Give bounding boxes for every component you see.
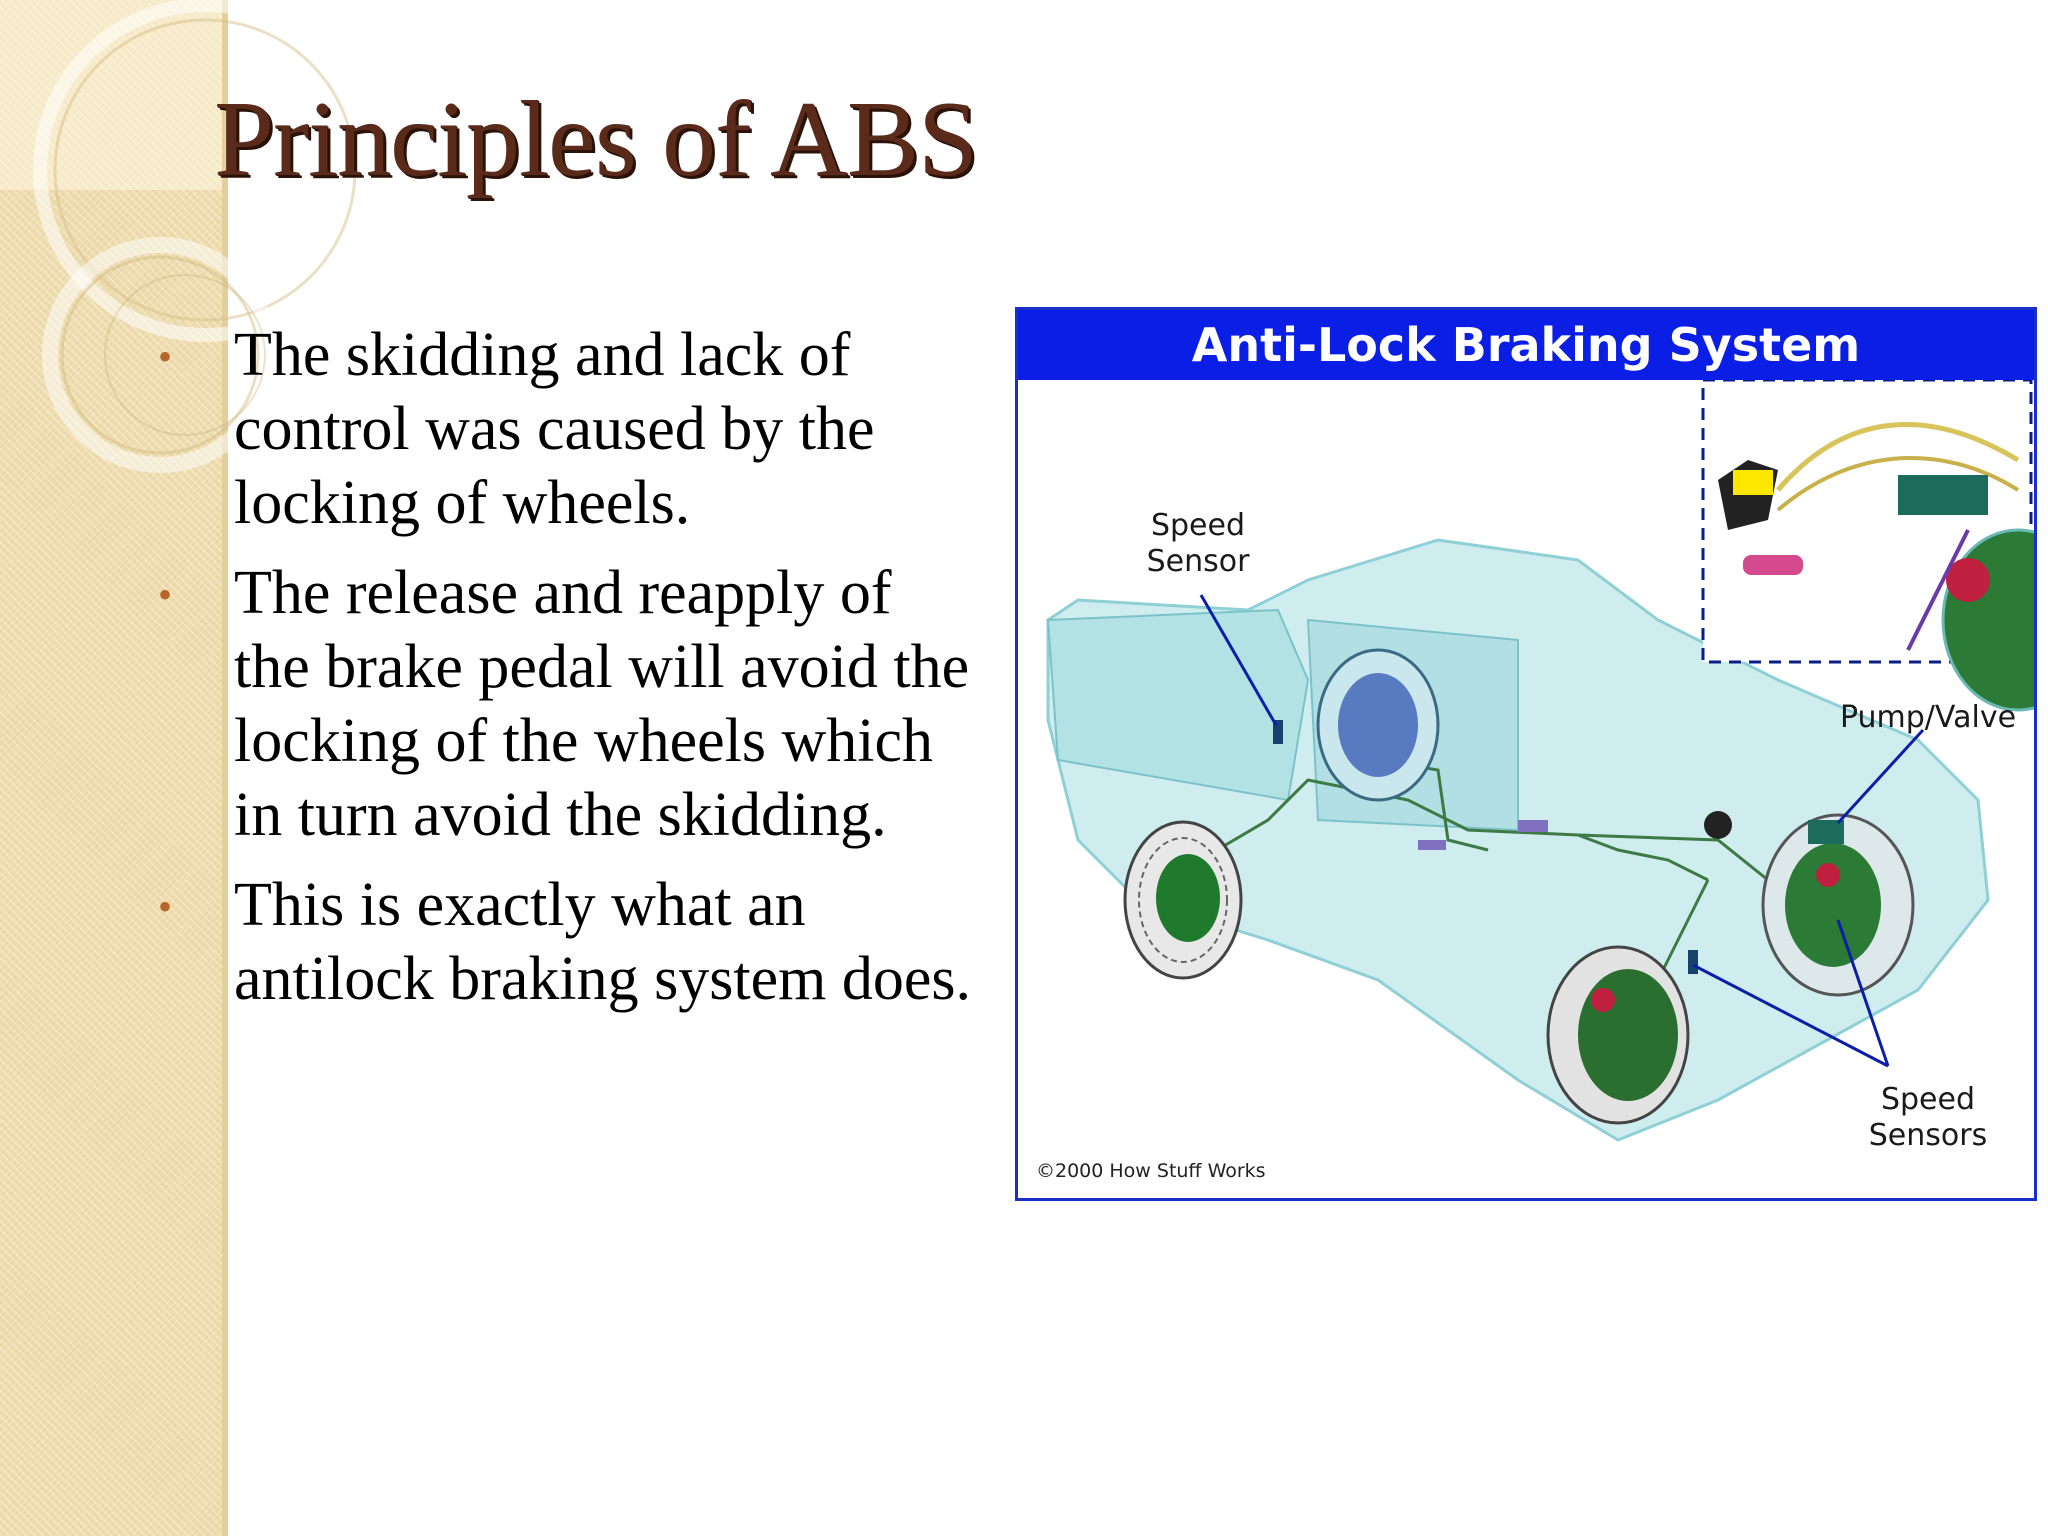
callout-line bbox=[1836, 728, 1925, 825]
label-line: Sensors bbox=[1868, 1118, 1988, 1153]
label-line: Speed bbox=[1880, 1082, 1976, 1117]
bullet-item: • The skidding and lack of control was c… bbox=[150, 318, 980, 540]
brake-component bbox=[1418, 840, 1446, 850]
label-line: Sensor bbox=[1146, 544, 1250, 579]
pump-detail-inset bbox=[1701, 380, 2034, 712]
brake-component bbox=[1518, 820, 1548, 832]
front-right-wheel bbox=[1761, 813, 1915, 997]
bullet-marker: • bbox=[158, 884, 173, 929]
sidebar-edge bbox=[222, 0, 228, 1536]
callout-line bbox=[1836, 919, 1890, 1067]
bullet-text: This is exactly what an antilock braking… bbox=[234, 871, 971, 1013]
callout-line bbox=[1692, 963, 1889, 1068]
label-speed-sensor: Speed Sensor bbox=[1098, 508, 1298, 580]
bullet-marker: • bbox=[158, 334, 173, 379]
master-cylinder bbox=[1704, 811, 1732, 839]
slide-title: Principles of ABS bbox=[214, 80, 978, 199]
rear-left-wheel bbox=[1123, 820, 1243, 980]
abs-diagram: Anti-Lock Braking System bbox=[1015, 307, 2037, 1201]
label-pump-valve: Pump/Valve bbox=[1839, 700, 2017, 735]
front-left-wheel bbox=[1546, 945, 1690, 1125]
bullet-text: The release and reapply of the brake ped… bbox=[234, 559, 970, 849]
speed-sensor-front bbox=[1688, 950, 1698, 974]
pump-valve-unit bbox=[1808, 820, 1844, 844]
bullet-list: • The skidding and lack of control was c… bbox=[150, 318, 980, 1032]
brake-line bbox=[1182, 778, 1839, 902]
bullet-item: • This is exactly what an antilock braki… bbox=[150, 868, 980, 1016]
car-illustration bbox=[1046, 380, 2034, 1142]
truck-bed bbox=[1046, 608, 1310, 802]
rear-right-wheel bbox=[1316, 648, 1440, 802]
bullet-text: The skidding and lack of control was cau… bbox=[234, 321, 875, 537]
label-speed-sensors: Speed Sensors bbox=[1828, 1082, 2028, 1154]
label-line: Speed bbox=[1150, 508, 1246, 543]
decorative-rings bbox=[33, 0, 377, 473]
bullet-item: • The release and reapply of the brake p… bbox=[150, 556, 980, 852]
callout-line bbox=[1199, 594, 1278, 726]
brake-line bbox=[1577, 833, 1709, 882]
speed-sensor-rear bbox=[1273, 720, 1283, 744]
copyright-notice: ©2000 How Stuff Works bbox=[1036, 1160, 1266, 1182]
diagram-title: Anti-Lock Braking System bbox=[1018, 310, 2034, 380]
bullet-marker: • bbox=[158, 572, 173, 617]
